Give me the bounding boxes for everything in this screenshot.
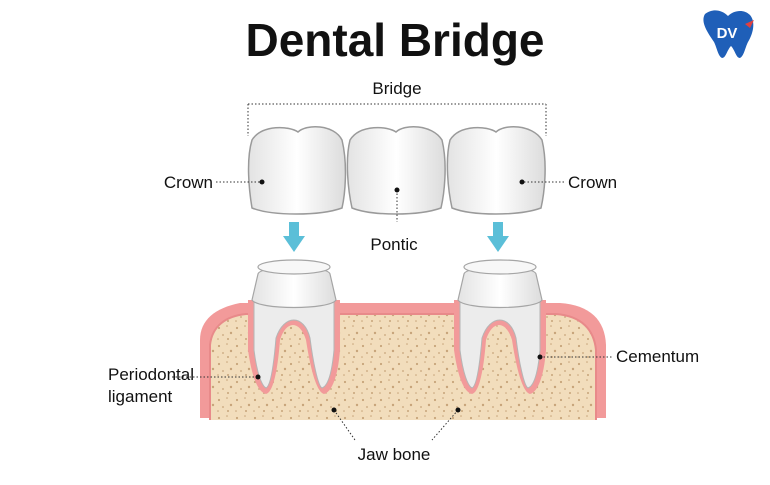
abutment-tooth-left — [248, 259, 340, 394]
crown-left-label: Crown — [164, 173, 213, 192]
pontic-tooth — [346, 126, 446, 215]
leader-dots — [255, 179, 543, 413]
cementum-label: Cementum — [616, 347, 699, 366]
jaw-bone-label: Jaw bone — [358, 445, 431, 464]
page-title: Dental Bridge — [245, 14, 544, 66]
logo-text: DV — [717, 25, 738, 42]
right-crown — [446, 126, 546, 215]
down-arrow-left — [283, 222, 305, 252]
periodontal-label-line2: ligament — [108, 387, 173, 406]
bridge-teeth — [247, 126, 546, 215]
pontic-label: Pontic — [370, 235, 418, 254]
leader-lines — [172, 181, 612, 441]
tooth-logo-icon: DV — [703, 10, 754, 58]
down-arrow-right — [487, 222, 509, 252]
periodontal-label-line1: Periodontal — [108, 365, 194, 384]
bridge-bracket — [247, 103, 547, 136]
abutment-tooth-right — [454, 259, 546, 394]
crown-right-label: Crown — [568, 173, 617, 192]
bridge-label: Bridge — [372, 79, 421, 98]
left-crown — [247, 126, 347, 215]
